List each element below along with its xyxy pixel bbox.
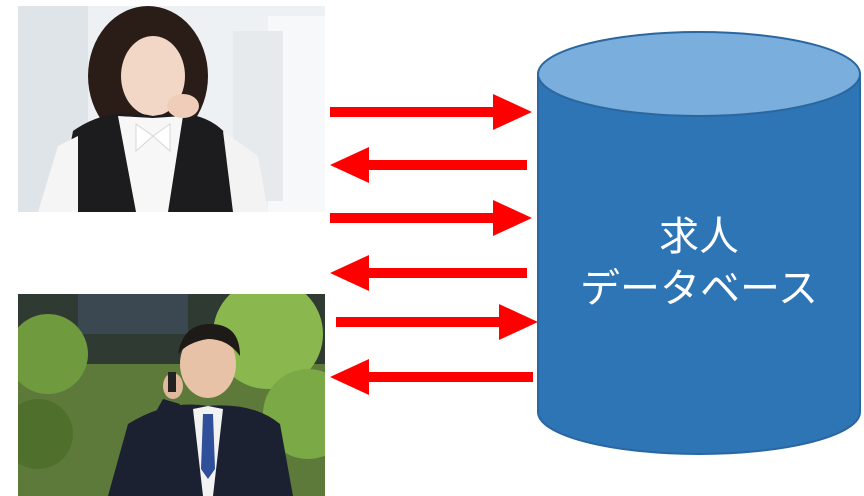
arrow-right-1 <box>330 94 532 130</box>
arrow-left-3 <box>330 359 533 395</box>
businessman-photo <box>18 294 325 496</box>
arrow-left-1 <box>330 147 527 183</box>
database-label-line2: データベース <box>580 266 818 312</box>
woman-photo <box>18 6 325 212</box>
arrow-left-2 <box>330 255 527 291</box>
arrow-right-3 <box>336 304 538 340</box>
database-label-line1: 求人 <box>659 214 739 260</box>
database-cylinder <box>537 31 861 455</box>
arrow-right-2 <box>330 200 532 236</box>
